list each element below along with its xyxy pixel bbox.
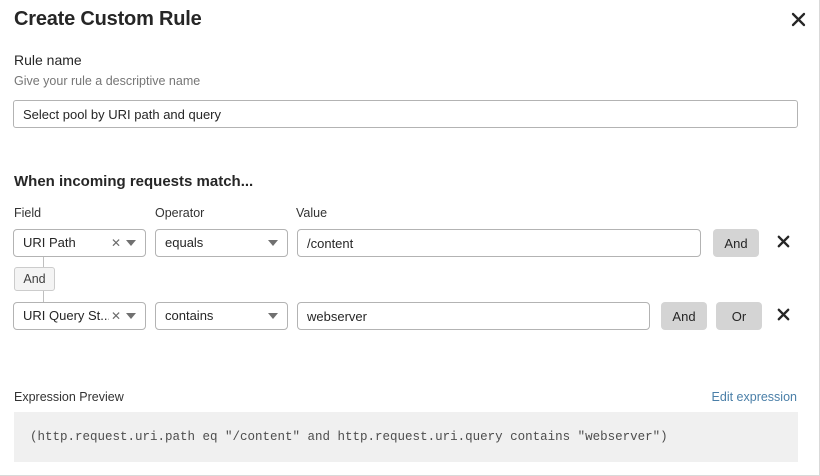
chevron-down-icon (268, 240, 278, 246)
chevron-down-icon (126, 240, 136, 246)
clear-icon[interactable]: ✕ (110, 236, 121, 250)
column-header-field: Field (14, 206, 42, 220)
edit-expression-link[interactable]: Edit expression (711, 390, 797, 404)
expression-preview-label: Expression Preview (14, 390, 124, 404)
chevron-down-icon (126, 313, 136, 319)
rule-name-input[interactable] (13, 100, 798, 128)
column-header-operator: Operator (155, 206, 205, 220)
column-header-value: Value (296, 206, 328, 220)
clear-icon[interactable]: ✕ (110, 309, 121, 323)
connector-line-bottom (43, 291, 44, 302)
remove-condition-button-2[interactable] (772, 302, 794, 330)
remove-condition-button-1[interactable] (772, 229, 794, 257)
operator-select-1-value: equals (165, 235, 204, 250)
add-and-condition-button-2[interactable]: And (661, 302, 707, 330)
field-select-1-value: URI Path (23, 235, 76, 250)
group-operator-and-button[interactable]: And (14, 267, 55, 291)
match-section-heading: When incoming requests match... (14, 173, 254, 190)
close-icon (777, 235, 790, 251)
field-select-2[interactable]: URI Query St... ✕ (13, 302, 146, 330)
close-icon (777, 308, 790, 324)
value-input-2[interactable] (297, 302, 650, 330)
operator-select-2-value: contains (165, 308, 214, 323)
value-input-1[interactable] (297, 229, 701, 257)
dialog-title: Create Custom Rule (14, 8, 202, 30)
rule-name-label: Rule name (14, 52, 82, 68)
add-and-condition-button-1[interactable]: And (713, 229, 759, 257)
field-select-1[interactable]: URI Path ✕ (13, 229, 146, 257)
close-dialog-button[interactable] (785, 6, 811, 32)
field-select-2-value: URI Query St... (23, 308, 109, 323)
operator-select-1[interactable]: equals (155, 229, 288, 257)
expression-preview-code: (http.request.uri.path eq "/content" and… (14, 412, 798, 462)
operator-select-2[interactable]: contains (155, 302, 288, 330)
close-icon (791, 12, 806, 27)
chevron-down-icon (268, 313, 278, 319)
rule-name-help-text: Give your rule a descriptive name (14, 74, 201, 88)
connector-line-top (43, 257, 44, 268)
add-or-condition-button-2[interactable]: Or (716, 302, 762, 330)
